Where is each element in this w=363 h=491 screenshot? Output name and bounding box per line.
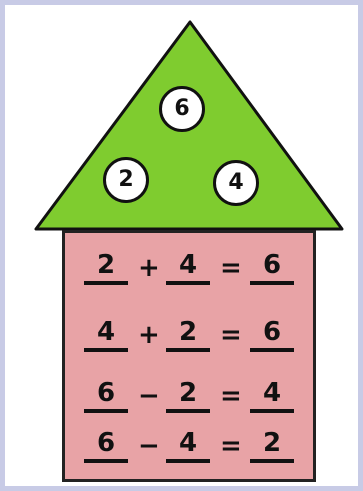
equation-3-operator: − [138, 381, 160, 411]
equation-4-a: 6 [84, 429, 128, 463]
equation-row-1: 2 + 4 = 6 [65, 248, 313, 288]
equation-2-a: 4 [84, 318, 128, 352]
equation-row-3: 6 − 2 = 4 [65, 376, 313, 416]
equation-1-b: 4 [166, 251, 210, 285]
equation-row-2: 4 + 2 = 6 [65, 315, 313, 355]
equation-2-equals: = [220, 320, 242, 350]
equation-row-4: 6 − 4 = 2 [65, 426, 313, 466]
equation-4-equals: = [220, 431, 242, 461]
equation-3-a: 6 [84, 379, 128, 413]
equation-4-result: 2 [250, 429, 294, 463]
circle-right-number: 4 [213, 160, 259, 206]
house-body: 2 + 4 = 6 4 + 2 = 6 6 − 2 = 4 6 − 4 = 2 [62, 230, 316, 482]
equation-2-b: 2 [166, 318, 210, 352]
equation-4-b: 4 [166, 429, 210, 463]
equation-1-a: 2 [84, 251, 128, 285]
equation-3-result: 4 [250, 379, 294, 413]
equation-3-equals: = [220, 381, 242, 411]
equation-1-result: 6 [250, 251, 294, 285]
equation-3-b: 2 [166, 379, 210, 413]
circle-left-number: 2 [103, 157, 149, 203]
equation-2-result: 6 [250, 318, 294, 352]
equation-4-operator: − [138, 431, 160, 461]
equation-2-operator: + [138, 320, 160, 350]
circle-top-number: 6 [159, 86, 205, 132]
equation-1-equals: = [220, 253, 242, 283]
equation-1-operator: + [138, 253, 160, 283]
